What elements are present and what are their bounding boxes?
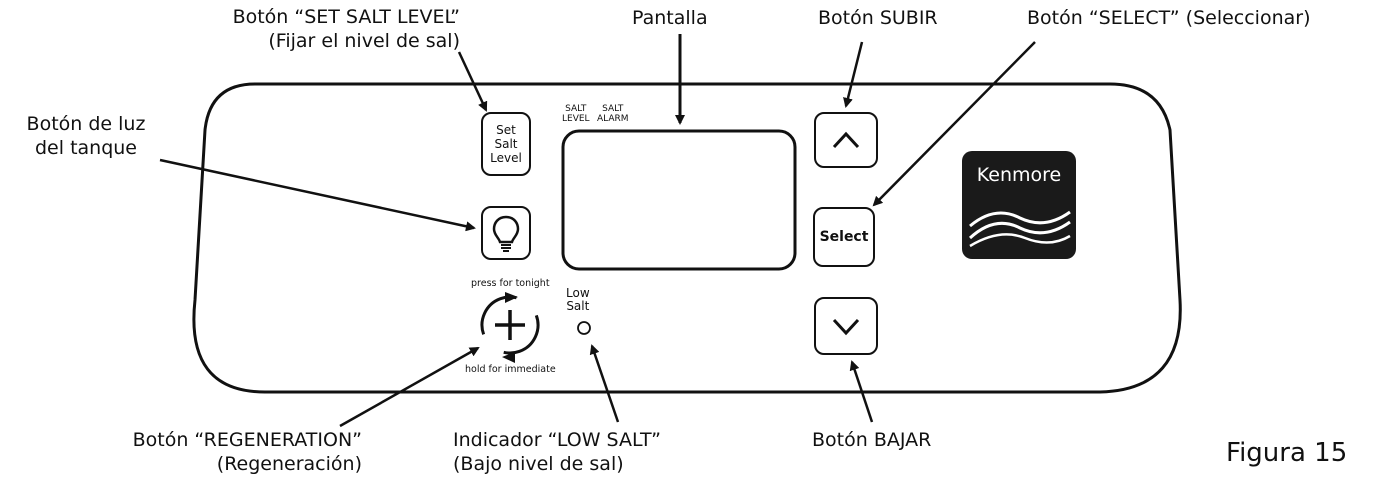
callout-set-salt-level: Botón “SET SALT LEVEL” (Fijar el nivel d… <box>232 6 460 52</box>
figure-label: Figura 15 <box>1226 438 1348 468</box>
tank-light-button[interactable] <box>481 206 531 260</box>
arrow-low-salt <box>589 344 620 423</box>
set-salt-label-3: Level <box>490 151 522 165</box>
arrow-set-salt <box>457 51 488 112</box>
set-salt-label-1: Set <box>496 123 516 137</box>
brand-name: Kenmore <box>976 164 1062 186</box>
callout-regeneration: Botón “REGENERATION” (Regeneración) <box>132 429 362 475</box>
light-bulb-icon <box>492 215 520 252</box>
display-screen <box>561 129 797 271</box>
select-button[interactable]: Select <box>813 207 875 267</box>
callout-select: Botón “SELECT” (Seleccionar) <box>1027 7 1311 29</box>
callout-low-salt: Indicador “LOW SALT” (Bajo nivel de sal) <box>453 429 661 475</box>
regeneration-button[interactable] <box>480 295 540 355</box>
regeneration-plus-icon <box>480 292 540 363</box>
display-label-salt-alarm: SALT ALARM <box>597 104 629 124</box>
arrow-select <box>872 41 1036 207</box>
callout-down: Botón BAJAR <box>812 429 932 451</box>
display-label-salt-level: SALT LEVEL <box>562 104 590 124</box>
arrow-down <box>849 360 874 423</box>
up-button[interactable] <box>814 112 878 168</box>
chevron-up-icon <box>832 131 860 149</box>
hold-for-immediate-label: hold for immediate <box>465 364 556 375</box>
callout-up: Botón SUBIR <box>818 7 938 29</box>
low-salt-label: Low Salt <box>566 286 590 313</box>
led-indicator-icon <box>577 321 591 335</box>
select-button-label: Select <box>819 229 869 245</box>
down-button[interactable] <box>814 297 878 355</box>
set-salt-level-button[interactable]: Set Salt Level <box>481 112 531 176</box>
arrow-up <box>843 41 864 108</box>
chevron-down-icon <box>832 318 860 336</box>
set-salt-label-2: Salt <box>494 137 518 151</box>
arrow-regeneration <box>339 346 480 428</box>
arrow-tank-light <box>159 158 476 232</box>
callout-display: Pantalla <box>632 7 708 29</box>
press-for-tonight-label: press for tonight <box>471 278 550 289</box>
callout-tank-light: Botón de luz del tanque <box>26 113 146 159</box>
